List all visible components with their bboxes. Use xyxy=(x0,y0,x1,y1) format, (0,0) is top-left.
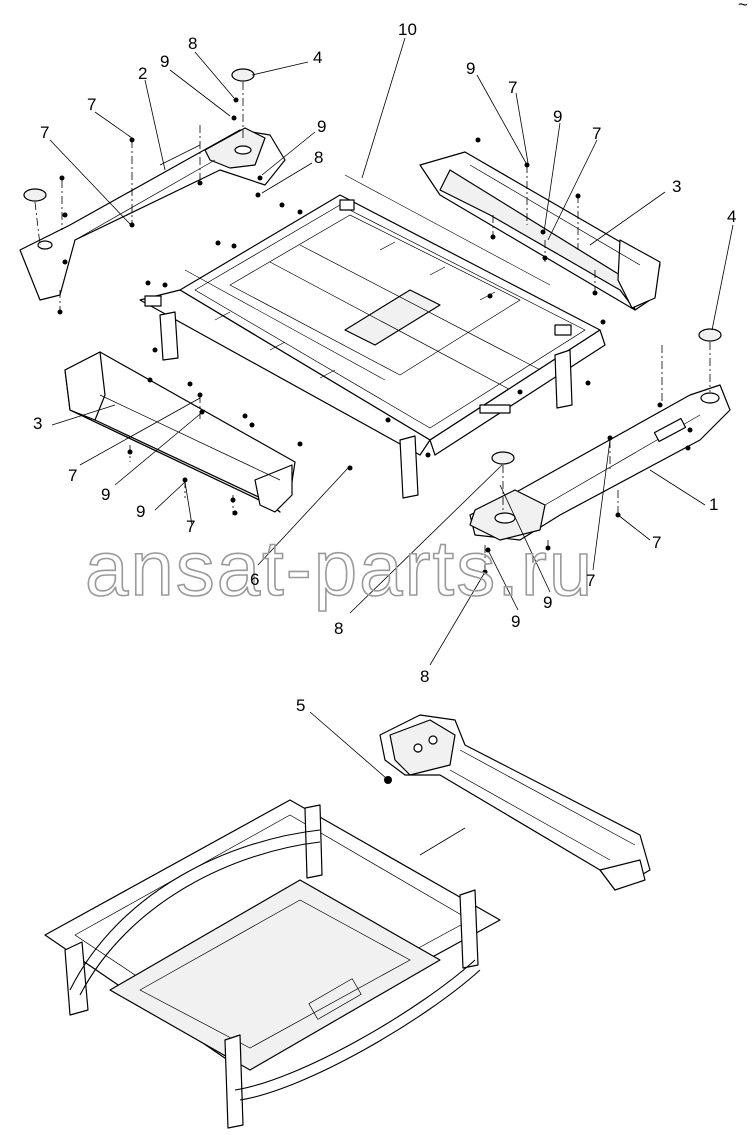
callout-8: 8 xyxy=(334,619,343,638)
callout-7: 7 xyxy=(87,95,96,114)
callout-9: 9 xyxy=(136,502,145,521)
callout-9: 9 xyxy=(317,117,326,136)
callout-9: 9 xyxy=(101,485,110,504)
callout-9: 9 xyxy=(553,107,562,126)
callout-2: 2 xyxy=(138,64,147,83)
callout-8: 8 xyxy=(188,34,197,53)
callout-7: 7 xyxy=(652,533,661,552)
part-2-upper-left-beam xyxy=(19,68,286,315)
callout-4: 4 xyxy=(727,207,736,226)
callout-7: 7 xyxy=(186,517,195,536)
callout-9: 9 xyxy=(511,612,520,631)
assembled-view xyxy=(44,714,651,1129)
callout-6: 6 xyxy=(250,570,259,589)
callout-7: 7 xyxy=(40,123,49,142)
callout-5: 5 xyxy=(296,696,305,715)
callout-10: 10 xyxy=(398,20,417,39)
callout-4: 4 xyxy=(313,48,322,67)
callout-7: 7 xyxy=(508,78,517,97)
part-1-lower-right-beam xyxy=(469,328,731,575)
callout-labels: 10 8 9 4 2 7 7 9 8 9 7 9 7 3 4 3 7 9 9 7… xyxy=(33,20,736,715)
callout-7: 7 xyxy=(586,571,595,590)
main-frame-assembly xyxy=(139,174,606,499)
callout-9: 9 xyxy=(543,593,552,612)
callout-3: 3 xyxy=(33,414,42,433)
callout-9: 9 xyxy=(160,52,169,71)
callout-7: 7 xyxy=(592,124,601,143)
callout-3: 3 xyxy=(672,177,681,196)
callout-8: 8 xyxy=(420,667,429,686)
callout-1: 1 xyxy=(709,495,718,514)
part-3-upper-right-shroud xyxy=(419,137,661,311)
callout-9: 9 xyxy=(466,59,475,78)
leader-lines xyxy=(49,37,734,779)
corner-mark: ~ xyxy=(738,0,748,14)
callout-8: 8 xyxy=(314,148,323,167)
part-3-lower-left-shroud xyxy=(64,351,296,516)
callout-7: 7 xyxy=(68,466,77,485)
watermark-text: ansat-parts.ru xyxy=(85,524,594,612)
